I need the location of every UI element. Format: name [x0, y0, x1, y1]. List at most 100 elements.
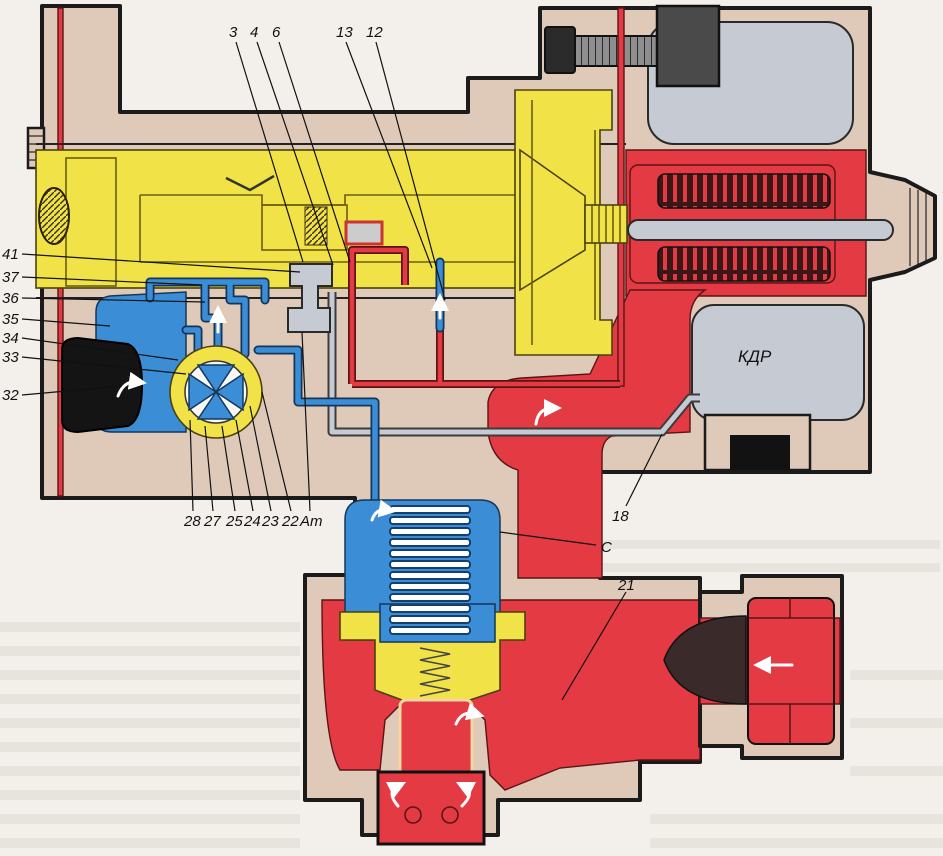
callout-labels: 3 4 6 13 12 41 37 36 35 34 33 32 28 27 2…	[2, 24, 772, 594]
leader-35	[21, 318, 111, 327]
plunger-body	[35, 149, 521, 289]
callout-4: 4	[250, 24, 258, 41]
spring-coil	[389, 538, 471, 547]
callout-6: 6	[272, 24, 281, 41]
leader-at	[301, 331, 311, 512]
callout-13: 13	[336, 24, 353, 41]
callout-33: 33	[2, 349, 19, 366]
bottom-connector	[376, 770, 486, 846]
leader-36	[21, 297, 206, 303]
plunger-spring	[304, 206, 328, 246]
callout-12: 12	[366, 24, 383, 41]
spring-coil	[389, 582, 471, 591]
bleed-row	[560, 540, 940, 549]
bleed-row	[850, 670, 943, 680]
flow-arrow	[116, 371, 147, 398]
spring-coil	[389, 516, 471, 525]
callout-22: 22	[281, 513, 299, 530]
flow-arrow	[454, 702, 485, 726]
kdr-chamber	[691, 304, 865, 421]
leader-23	[249, 405, 272, 512]
red-loop-tube	[349, 247, 620, 387]
flow-arrow	[385, 781, 407, 808]
bleed-row	[650, 838, 943, 848]
cup-cone	[519, 148, 586, 292]
callout-27: 27	[203, 513, 221, 530]
callout-3: 3	[229, 24, 238, 41]
heater-assembly	[627, 164, 894, 284]
rotary-valve	[169, 345, 263, 439]
bottom-connector-ports	[404, 806, 459, 824]
leader-24	[235, 419, 254, 512]
spring-coil	[389, 571, 471, 580]
callout-35: 35	[2, 311, 19, 328]
small-valve-box	[344, 220, 384, 246]
bleed-row	[0, 838, 300, 848]
leader-34	[21, 337, 179, 361]
spring-coil	[389, 527, 471, 536]
leader-33	[21, 356, 187, 375]
spring-coil	[389, 593, 471, 602]
flow-arrow	[370, 499, 397, 522]
leader-41	[21, 253, 301, 273]
bleed-row	[0, 718, 300, 728]
leader-3	[235, 41, 304, 263]
leader-27	[204, 425, 214, 512]
spring-coil	[389, 549, 471, 558]
valve-wedge-right	[214, 372, 244, 412]
callout-25: 25	[225, 513, 243, 530]
valve-wedge-bottom	[196, 390, 236, 420]
heater-coil-upper	[657, 173, 831, 209]
callout-c: С	[601, 539, 612, 556]
bleed-row	[0, 766, 300, 776]
outlet-fitting-sleeve	[747, 597, 835, 745]
bleed-row	[560, 563, 940, 572]
valve-wedge-left	[188, 372, 218, 412]
heater-coil-lower	[657, 246, 831, 282]
callout-36: 36	[2, 290, 19, 307]
spring-coil	[389, 505, 471, 514]
outlet-filter	[663, 615, 747, 705]
bolt-head	[544, 26, 576, 74]
leader-c	[499, 531, 597, 546]
callout-32: 32	[2, 387, 19, 404]
vertical-red-line	[617, 7, 625, 387]
page-bleedthrough	[0, 540, 943, 848]
leader-13	[345, 41, 433, 269]
kdr-chamber-label: КДР	[738, 347, 772, 366]
leader-25	[221, 425, 236, 512]
heater-rod	[627, 219, 894, 241]
bleed-row	[0, 790, 300, 800]
bleed-row	[650, 814, 943, 824]
plunger-wing-detail	[225, 174, 275, 192]
kdr-black-insert	[730, 435, 790, 470]
flow-arrows	[116, 293, 794, 808]
right-thread-lines	[909, 188, 927, 266]
control-plunger	[35, 149, 521, 289]
leader-4	[256, 41, 334, 266]
gray-t-valve	[287, 263, 333, 333]
outlet-fitting-sleeve-lines	[748, 598, 834, 744]
bleed-row	[850, 766, 943, 776]
leader-22	[261, 391, 292, 512]
spring-coil	[389, 560, 471, 569]
threaded-tip-threads	[591, 205, 621, 243]
leader-18	[625, 433, 663, 507]
leader-37	[21, 276, 203, 286]
bleed-row	[0, 694, 300, 704]
callout-23: 23	[261, 513, 279, 530]
gray-tube	[329, 292, 700, 435]
valve-small-spring	[419, 647, 451, 697]
black-plug	[61, 336, 144, 434]
spring-coil	[389, 626, 471, 635]
callout-at: Ат	[299, 513, 323, 530]
bleed-row	[850, 718, 943, 728]
bleed-row	[0, 814, 300, 824]
flow-arrow	[455, 781, 477, 808]
callout-24: 24	[243, 513, 261, 530]
bleed-row	[0, 646, 300, 656]
bleed-row	[0, 742, 300, 752]
callout-34: 34	[2, 330, 19, 347]
bleed-row	[0, 622, 300, 632]
